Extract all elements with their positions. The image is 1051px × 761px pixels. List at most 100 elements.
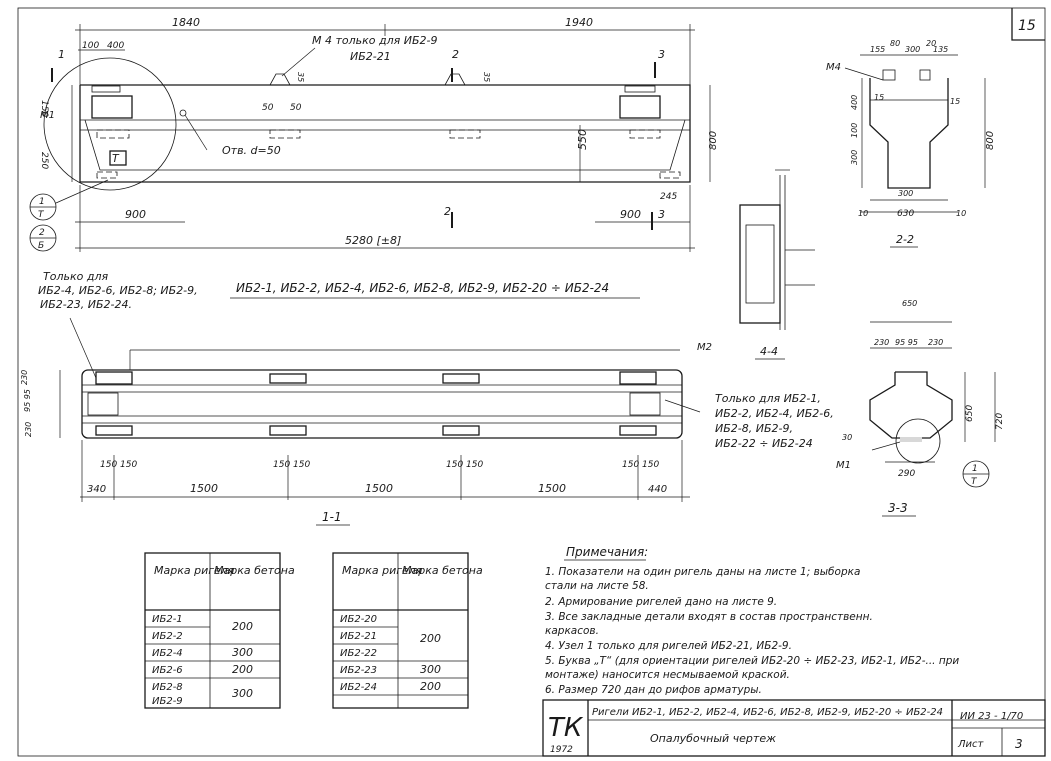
table-right-row-concrete: 300 (420, 663, 441, 676)
s2-dim-100: 100 (850, 123, 859, 138)
s3-dim-290: 290 (898, 469, 915, 479)
plan-dim-150-1: 150 150 (100, 460, 137, 470)
s2-dim-300b: 300 (850, 150, 859, 165)
dim-150: 150 (39, 100, 49, 117)
s3-dim-230b: 230 (928, 338, 943, 347)
detail-circle (43, 57, 177, 191)
note-line: стали на листе 58. (545, 580, 649, 592)
s2-dim-400: 400 (850, 95, 859, 110)
elevation-dimensions (71, 24, 711, 252)
table-left-row-concrete: 300 (232, 646, 253, 659)
note-line: 2. Армирование ригелей дано на листе 9. (545, 596, 777, 608)
table-left-row-mark: ИБ2-2 (152, 631, 183, 642)
sheet-number: 15 (1018, 18, 1036, 34)
dim-50a: 50 (262, 103, 274, 113)
cut-markers (51, 62, 656, 230)
series-title: ИБ2-1, ИБ2-2, ИБ2-4, ИБ2-6, ИБ2-8, ИБ2-9… (236, 281, 609, 295)
only-for-right-1: Только для ИБ2-1, (715, 392, 821, 405)
table-left-header-mark: Марка ригеля (154, 564, 235, 577)
s2-dim-630: 630 (897, 209, 914, 219)
only-for-left-3: ИБ2-23, ИБ2-24. (40, 298, 132, 311)
note-line: монтаже) наносится несмываемой краской. (545, 669, 790, 681)
section-3-3-title: 3-3 (888, 501, 908, 515)
node1-sheet: Т (38, 210, 45, 220)
dim-900a: 900 (125, 208, 146, 221)
s2-dim-15a: 15 (874, 93, 884, 102)
stamp-code: ИИ 23 - 1/70 (960, 711, 1023, 722)
table-right-row-mark: ИБ2-20 (340, 614, 377, 625)
s2-dim-10b: 10 (956, 209, 966, 218)
note-line: 6. Размер 720 дан до рифов арматуры. (545, 684, 762, 696)
table-left-row-concrete: 200 (232, 663, 253, 676)
table-left-row-mark: ИБ2-9 (152, 696, 183, 707)
table-right-row-mark: ИБ2-24 (340, 682, 377, 693)
section-2-2-title: 2-2 (896, 233, 914, 246)
dim-35b: 35 (482, 72, 491, 82)
table-right-header-mark: Марка ригеля (342, 564, 423, 577)
table-right-grid (332, 552, 469, 709)
table-left-row-concrete: 200 (232, 620, 253, 633)
table-right-row-mark: ИБ2-22 (340, 648, 377, 659)
s3-dim-650-side: 650 (965, 405, 975, 422)
sheet-frame (17, 7, 1046, 757)
s2-dim-80: 80 (890, 39, 900, 48)
dim-35a: 35 (296, 72, 305, 82)
cut-1-label: 1 (58, 48, 65, 61)
section-4-4 (739, 169, 815, 330)
s3-dim-95: 95 95 (895, 338, 918, 347)
s3-dim-230a: 230 (874, 338, 889, 347)
node2-sheet: Б (38, 241, 44, 251)
plan-dim-150-2: 150 150 (273, 460, 310, 470)
notes-title: Примечания: (566, 545, 648, 559)
mark-ib2-21: ИБ2-21 (350, 50, 391, 63)
dim-550: 550 (576, 129, 589, 150)
plan-dim-1500a: 1500 (190, 482, 218, 495)
s2-dim-135: 135 (933, 45, 948, 54)
s2-dim-300c: 300 (898, 189, 913, 198)
s2-dim-15b: 15 (950, 97, 960, 106)
stamp-title: Ригели ИБ2-1, ИБ2-2, ИБ2-4, ИБ2-6, ИБ2-8… (592, 707, 943, 718)
dim-800: 800 (708, 131, 719, 150)
dim-245: 245 (660, 192, 677, 202)
sheet-number-box (1011, 8, 1045, 41)
stamp-year: 1972 (550, 745, 573, 755)
note-line: 4. Узел 1 только для ригелей ИБ2-21, ИБ2… (545, 640, 792, 652)
section-2-2 (844, 54, 986, 213)
plan-dim-230b: 230 (24, 422, 33, 437)
cut-3-bottom: 3 (658, 208, 665, 221)
plan-dim-150-4: 150 150 (622, 460, 659, 470)
stamp-subtitle: Опалубочный чертеж (650, 732, 776, 745)
section-1-1-title: 1-1 (322, 510, 342, 524)
s3-dim-30: 30 (842, 433, 852, 442)
table-left-row-mark: ИБ2-4 (152, 648, 183, 659)
label-m4: М4 (826, 62, 841, 73)
table-left-row-mark: ИБ2-8 (152, 682, 183, 693)
t-mark-label: Т (112, 152, 120, 165)
table-right-row-concrete: 200 (420, 632, 441, 645)
plan-dim-150-3: 150 150 (446, 460, 483, 470)
plan-dim-95: 95 95 (23, 389, 32, 412)
only-for-left-2: ИБ2-4, ИБ2-6, ИБ2-8; ИБ2-9, (38, 284, 198, 297)
s3-node-num: 1 (972, 464, 978, 474)
beam-elevation: Т (43, 57, 691, 191)
only-for-right-3: ИБ2-8, ИБ2-9, (715, 422, 793, 435)
note-line: 3. Все закладные детали входят в состав … (545, 611, 873, 623)
cut-3-label: 3 (658, 48, 665, 61)
stamp-sheet-number: 3 (1015, 737, 1023, 751)
t-mark-box (109, 150, 127, 166)
cut-2-bottom: 2 (444, 205, 451, 218)
table-left-grid (144, 552, 281, 709)
only-for-right-4: ИБ2-22 ÷ ИБ2-24 (715, 437, 813, 450)
note-line: 5. Буква „Т“ (для ориентации ригелей ИБ2… (545, 655, 959, 667)
s2-dim-10a: 10 (858, 209, 868, 218)
plan-dim-340: 340 (87, 484, 106, 495)
table-left-row-mark: ИБ2-6 (152, 665, 183, 676)
node1-num: 1 (39, 197, 45, 207)
plan-dim-440: 440 (648, 484, 667, 495)
cut-2-label: 2 (452, 48, 459, 61)
dim-50b: 50 (290, 103, 302, 113)
table-right-row-mark: ИБ2-21 (340, 631, 377, 642)
s2-dim-300: 300 (905, 45, 920, 54)
plan-dim-1500b: 1500 (365, 482, 393, 495)
title-block-grid (542, 699, 1046, 757)
